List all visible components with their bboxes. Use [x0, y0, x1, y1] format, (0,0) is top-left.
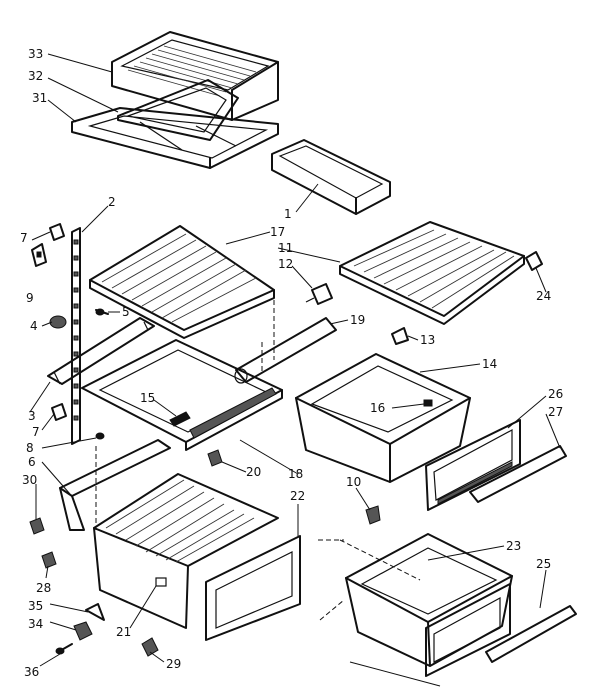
- part-2-vertical-rail: [71, 227, 81, 445]
- assembly-lines: [95, 300, 441, 687]
- part-22-drawer-front: [205, 535, 301, 641]
- part-10-cap: [365, 505, 381, 525]
- callout-32: 32: [28, 69, 43, 83]
- callout-3: 3: [28, 409, 36, 423]
- part-29-cap: [141, 637, 159, 657]
- callout-6: 6: [28, 455, 36, 469]
- callout-21: 21: [116, 625, 131, 639]
- part-31-shelf-frame: [71, 107, 279, 169]
- part-34-cam: [73, 621, 93, 641]
- callout-7-lower: 7: [32, 425, 40, 439]
- part-23-lower-crisper: [345, 533, 513, 677]
- callout-4: 4: [30, 319, 38, 333]
- part-7-clip-lower: [51, 403, 67, 421]
- callout-13: 13: [420, 333, 435, 347]
- callout-labels: 33 32 31 2 7 9 1 17 11 12 24 5 4 19 13 1…: [20, 47, 563, 679]
- part-8-screw: [95, 432, 105, 440]
- callout-23: 23: [506, 539, 521, 553]
- callout-35: 35: [28, 599, 43, 613]
- callout-8: 8: [26, 441, 34, 455]
- callout-30: 30: [22, 473, 37, 487]
- part-30-cap: [29, 517, 45, 535]
- callout-16: 16: [370, 401, 385, 415]
- callout-18: 18: [288, 467, 303, 481]
- part-33-upper-tray: [111, 31, 279, 121]
- callout-1: 1: [284, 207, 292, 221]
- callout-31: 31: [32, 91, 47, 105]
- callout-15: 15: [140, 391, 155, 405]
- part-26-drawer-front: [425, 419, 521, 511]
- part-11-wire-shelf: [339, 221, 525, 325]
- part-7-clip: [49, 223, 65, 241]
- callout-10: 10: [346, 475, 361, 489]
- callout-34: 34: [28, 617, 43, 631]
- part-9-bracket: [31, 243, 47, 267]
- callout-33: 33: [28, 47, 43, 61]
- part-6-front-bar: [59, 439, 171, 531]
- callout-9: 9: [26, 291, 34, 305]
- callout-2: 2: [108, 195, 116, 209]
- part-17-wire-shelf: [89, 225, 275, 339]
- part-21-lower-crisper: [93, 473, 279, 629]
- part-24-end-cap: [525, 251, 543, 271]
- callout-26: 26: [548, 387, 563, 401]
- part-13-clip: [391, 327, 409, 345]
- callout-36: 36: [24, 665, 39, 679]
- part-4-knob: [49, 315, 67, 329]
- callout-12: 12: [278, 257, 293, 271]
- leader-lines: [29, 53, 561, 667]
- callout-17: 17: [270, 225, 285, 239]
- callout-29: 29: [166, 657, 181, 671]
- callout-7: 7: [20, 231, 28, 245]
- callout-5: 5: [122, 305, 130, 319]
- part-5-screw: [95, 308, 109, 316]
- callout-28: 28: [36, 581, 51, 595]
- part-28-roller: [41, 551, 57, 569]
- callout-24: 24: [536, 289, 551, 303]
- callout-14: 14: [482, 357, 497, 371]
- callout-11: 11: [278, 241, 293, 255]
- part-14-crisper-pan: [295, 353, 471, 483]
- part-27-handle-strip: [469, 445, 567, 503]
- part-25-handle-strip: [485, 605, 577, 663]
- part-19-roller: [234, 317, 337, 384]
- part-1-small-bin: [271, 139, 391, 215]
- part-15-cover-frame: [81, 339, 283, 451]
- callout-27: 27: [548, 405, 563, 419]
- callout-22: 22: [290, 489, 305, 503]
- callout-25: 25: [536, 557, 551, 571]
- part-12-support: [305, 283, 333, 305]
- callout-19: 19: [350, 313, 365, 327]
- callout-20: 20: [246, 465, 261, 479]
- part-3-front-bar: [47, 317, 155, 385]
- part-20-bracket: [207, 449, 223, 467]
- part-35-glide: [85, 603, 105, 621]
- part-36-screw: [55, 643, 73, 655]
